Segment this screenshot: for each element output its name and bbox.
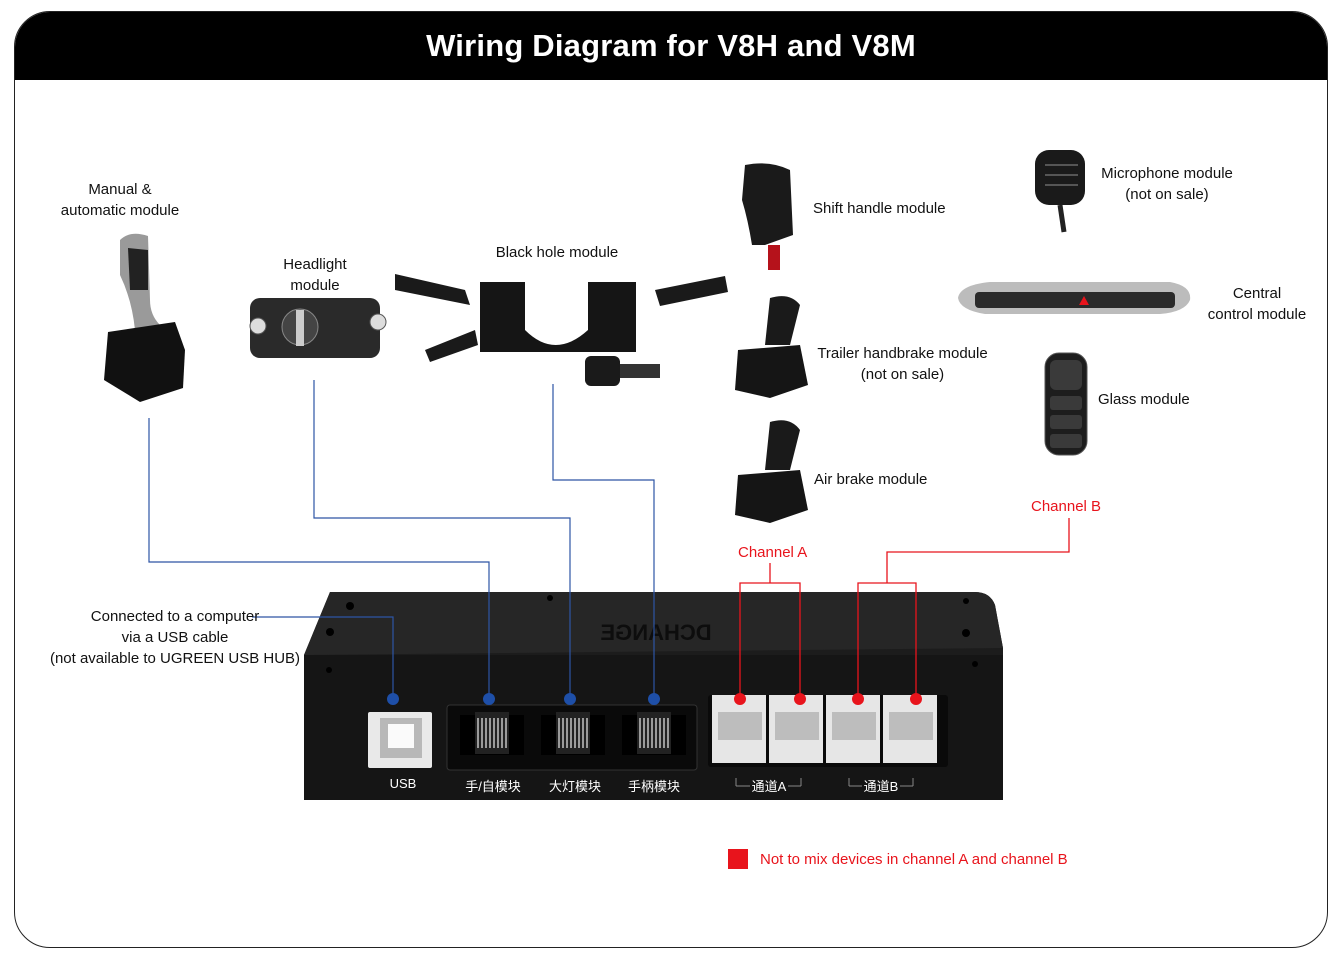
legend-text: Not to mix devices in channel A and chan… bbox=[760, 850, 1068, 868]
headlight-label-line2: module bbox=[290, 277, 340, 294]
legend-red-swatch bbox=[728, 849, 748, 869]
diagram-frame: Wiring Diagram for V8H and V8M bbox=[14, 11, 1328, 948]
channel-a-label: Channel A bbox=[738, 544, 808, 561]
port-label-headlight: 大灯模块 bbox=[548, 779, 601, 794]
port-label-usb: USB bbox=[389, 776, 417, 791]
usb-note-line3: (not available to UGREEN USB HUB) bbox=[49, 650, 301, 667]
microphone-label-line1: Microphone module bbox=[1101, 165, 1233, 182]
usb-connection-note: Connected to a computer via a USB cable … bbox=[25, 606, 325, 669]
trailer-handbrake-label-line1: Trailer handbrake module bbox=[817, 345, 988, 362]
shift-handle-module-label: Shift handle module bbox=[813, 200, 946, 217]
manual-auto-label-line2: automatic module bbox=[60, 202, 180, 219]
manual-auto-module-label: Manual & automatic module bbox=[40, 179, 200, 221]
page-title: Wiring Diagram for V8H and V8M bbox=[426, 28, 916, 63]
legend: Not to mix devices in channel A and chan… bbox=[728, 849, 1068, 869]
central-control-label-line2: control module bbox=[1207, 306, 1307, 323]
microphone-label-line2: (not on sale) bbox=[1125, 186, 1209, 203]
microphone-module-label: Microphone module (not on sale) bbox=[1092, 163, 1242, 205]
central-control-label-line1: Central bbox=[1232, 285, 1282, 302]
port-label-channel-a: 通道A bbox=[751, 779, 787, 794]
port-label-channel-b: 通道B bbox=[863, 779, 899, 794]
black-hole-module-label: Black hole module bbox=[495, 244, 619, 261]
glass-module-label: Glass module bbox=[1098, 391, 1190, 408]
manual-auto-label-line1: Manual & bbox=[88, 181, 152, 198]
central-control-module-label: Central control module bbox=[1197, 283, 1317, 325]
headlight-label-line1: Headlight bbox=[283, 256, 347, 273]
usb-note-line1: Connected to a computer bbox=[90, 608, 260, 625]
air-brake-module-label: Air brake module bbox=[814, 471, 928, 488]
trailer-handbrake-module-label: Trailer handbrake module (not on sale) bbox=[805, 343, 1000, 385]
title-bar: Wiring Diagram for V8H and V8M bbox=[15, 12, 1327, 80]
port-label-manual-auto: 手/自模块 bbox=[465, 779, 521, 794]
headlight-module-label: Headlight module bbox=[255, 254, 375, 296]
port-label-handle: 手柄模块 bbox=[627, 779, 680, 794]
channel-b-label: Channel B bbox=[1031, 498, 1102, 515]
trailer-handbrake-label-line2: (not on sale) bbox=[860, 366, 945, 383]
usb-note-line2: via a USB cable bbox=[121, 629, 229, 646]
